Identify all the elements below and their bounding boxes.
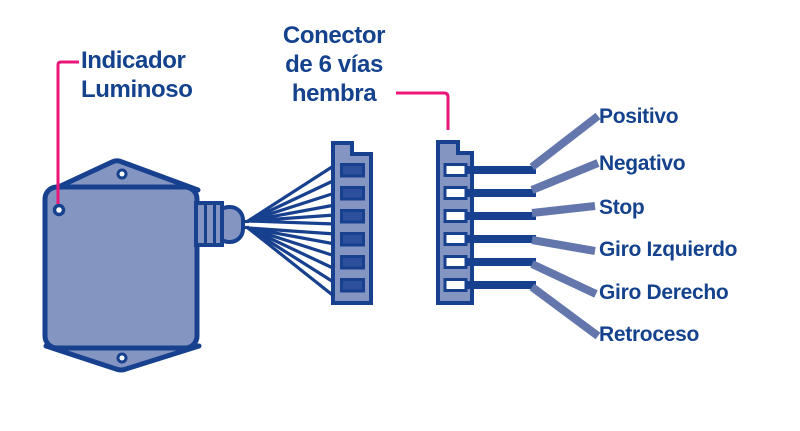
pin-slot (443, 209, 468, 223)
harness-wire (247, 226, 336, 299)
connector-6way-female (436, 140, 474, 305)
pin-slot (443, 163, 468, 177)
harness-wire (247, 203, 336, 223)
label-indicador-luminoso: Indicador Luminoso (81, 47, 193, 103)
wire-stop-lead (531, 202, 596, 217)
pin-slot (340, 209, 365, 224)
wire-label-stop: Stop (599, 196, 645, 219)
connector-6way-male (331, 141, 373, 305)
wire-label-negativo: Negativo (599, 152, 686, 175)
wire-giro-derecho-lead (530, 260, 598, 298)
pin-slot (340, 278, 365, 293)
label-conector-6-vias-hembra: Conector de 6 vías hembra (282, 22, 386, 107)
harness-wire (247, 226, 336, 236)
grommet-ridge-block (194, 201, 224, 247)
screw-hole-bottom-icon (116, 352, 128, 364)
wire-label-retroceso: Retroceso (599, 323, 700, 346)
pin-slot (443, 255, 468, 269)
pin-slot (443, 278, 468, 292)
module-body (42, 184, 200, 351)
control-module (42, 158, 202, 373)
harness-wire (247, 226, 336, 285)
harness-wire (247, 226, 336, 271)
pin-slot (340, 186, 365, 201)
wire-positivo-lead (529, 112, 601, 171)
screw-hole-top-icon (116, 168, 128, 180)
harness-wire (247, 163, 336, 223)
indicator-light-icon (52, 203, 66, 217)
wire-label-giro-izquierdo: Giro Izquierdo (599, 238, 738, 261)
harness-wire (247, 226, 336, 246)
pin-slot (443, 232, 468, 246)
harness-wire (247, 191, 336, 223)
leader-line-connector (396, 91, 450, 130)
output-wires (466, 112, 601, 340)
wire-negativo-lead (530, 159, 600, 194)
leader-line-indicator (56, 60, 79, 204)
wire-giro-izquierdo-lead (531, 236, 596, 255)
wire-label-positivo: Positivo (599, 105, 679, 128)
pin-slot (443, 186, 468, 200)
pin-slot (340, 163, 365, 178)
pin-slot (340, 232, 365, 247)
cable-grommet (194, 201, 245, 247)
harness-wire (247, 178, 336, 223)
harness-wire (247, 226, 336, 258)
harness-wire (247, 219, 336, 226)
wire-harness-fan (244, 163, 336, 299)
pin-slot (340, 255, 365, 270)
wire-label-giro-derecho: Giro Derecho (599, 281, 729, 304)
wire-retroceso-lead (529, 283, 601, 340)
